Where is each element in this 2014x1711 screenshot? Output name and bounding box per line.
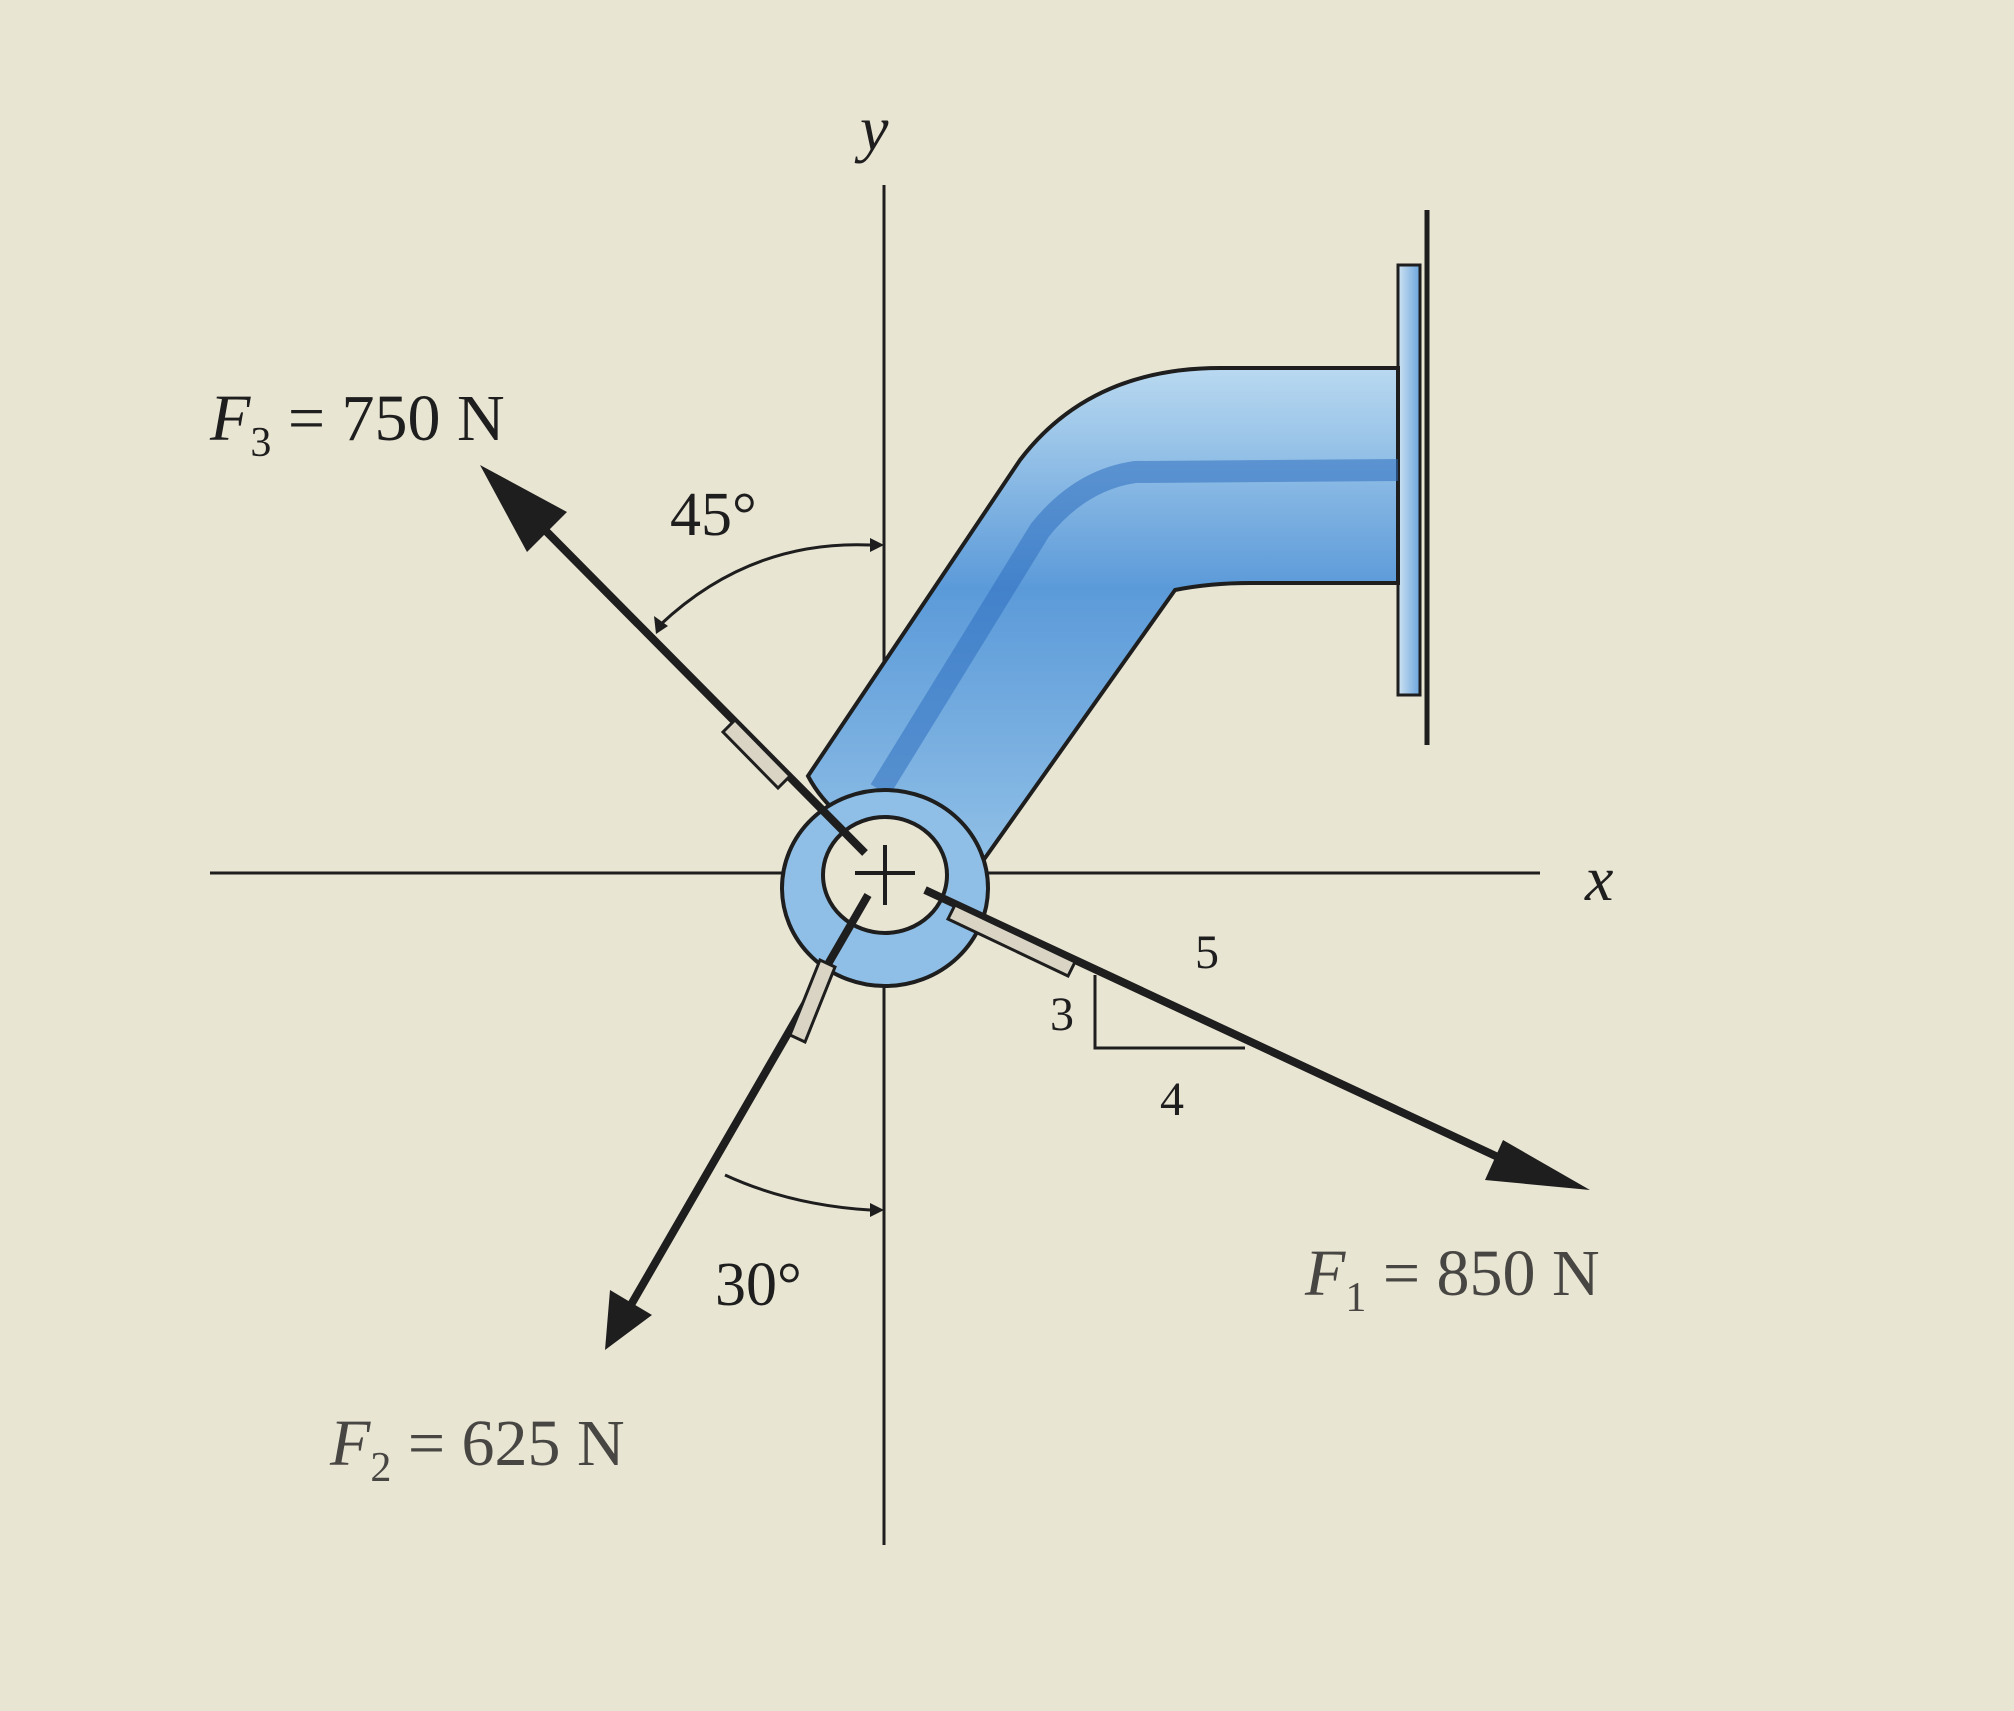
y-axis-label: y (854, 93, 889, 164)
f1-rope (945, 903, 1078, 978)
force-f1-vector (923, 886, 1590, 1190)
angle-arc-45-tick (870, 538, 884, 552)
angle-label-45: 45° (670, 481, 757, 549)
f3-shaft (537, 522, 868, 856)
f1-arrowhead (1485, 1140, 1590, 1190)
angle-arc-45-tick2 (654, 616, 668, 634)
f2-rope (788, 957, 837, 1045)
slope-run-label: 4 (1160, 1073, 1184, 1126)
f3-rope (720, 717, 793, 791)
x-axis-label: x (1584, 843, 1613, 914)
angle-arcs (654, 538, 884, 1217)
angle-arc-30-tick (870, 1203, 884, 1217)
pipe-shading (870, 459, 1399, 796)
f2-arrowhead (605, 1290, 652, 1350)
slope-triangle: 5 3 4 (1050, 926, 1245, 1126)
angle-arc-30 (724, 1173, 871, 1212)
angle-label-30: 30° (715, 1251, 802, 1319)
f3-label: F3 = 750 N (209, 382, 505, 466)
slope-rise-label: 3 (1050, 988, 1074, 1041)
f2-label: F2 = 625 N (329, 1407, 625, 1491)
angle-arc-45 (658, 543, 871, 627)
slope-triangle-legs (1093, 975, 1245, 1050)
force-f2-vector (605, 892, 872, 1350)
mounting-plate (1396, 263, 1422, 697)
slope-hyp-label: 5 (1195, 926, 1219, 979)
wall-mount (1396, 210, 1430, 745)
force-f3-vector (480, 465, 868, 856)
f1-label: F1 = 850 N (1304, 1237, 1600, 1321)
f3-arrowhead (480, 465, 567, 552)
